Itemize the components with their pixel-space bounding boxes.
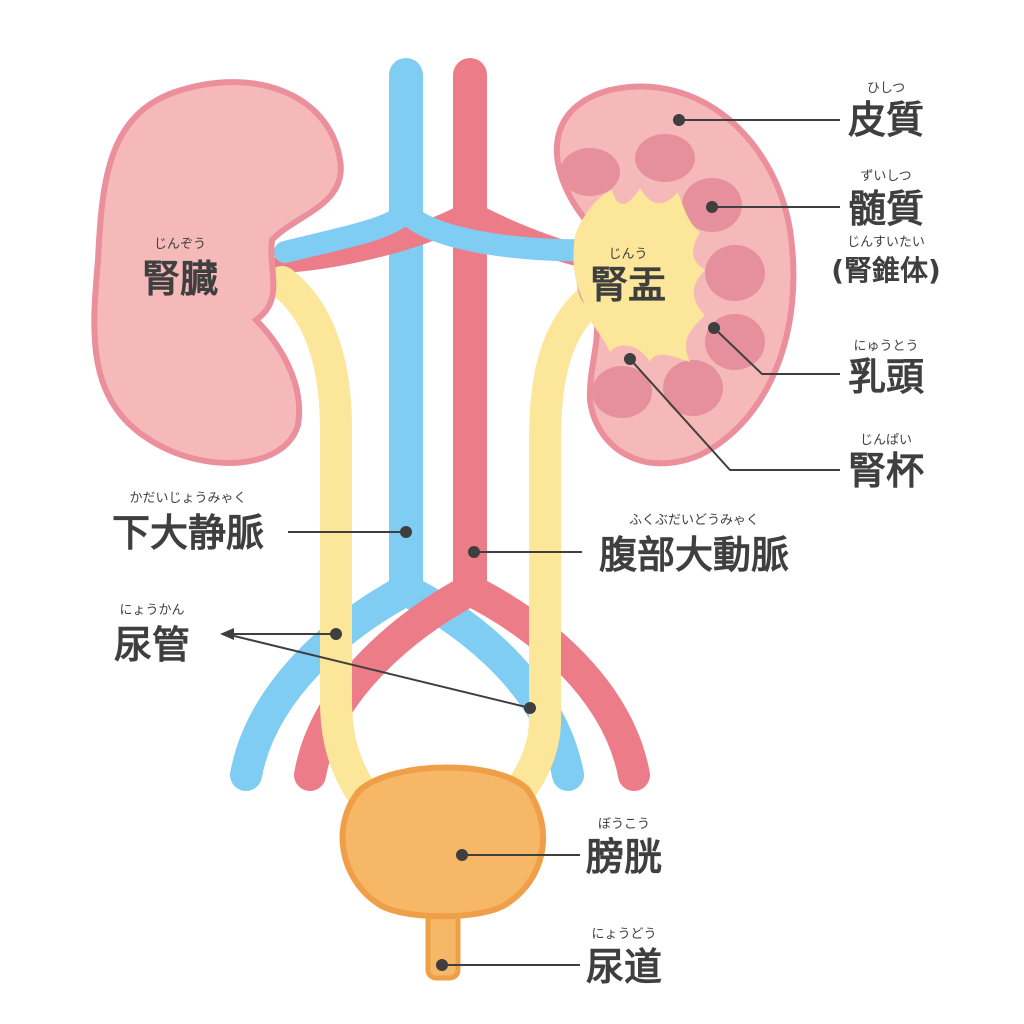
renal-pelvis-label: 腎盂 [590, 263, 666, 307]
papilla-label: 乳頭 [848, 355, 925, 399]
medulla-sub-ruby: じんすいたい [847, 235, 925, 250]
ivc-label: 下大静脈 [112, 511, 264, 555]
abdominal-aorta [294, 58, 650, 791]
ureters [266, 266, 606, 806]
renal-pyramids [560, 134, 765, 418]
renal-pelvis-shape [573, 188, 705, 362]
urethra-ruby: にょうどう [591, 927, 656, 942]
left-kidney [91, 79, 344, 466]
kidney-label: 腎臓 [142, 257, 218, 301]
urethra-label: 尿道 [586, 945, 662, 989]
kidney-ruby: じんぞう [154, 237, 206, 252]
ureter-label: 尿管 [114, 623, 190, 667]
calyx-ruby: じんぱい [860, 433, 912, 448]
aorta-label: 腹部大動脈 [599, 533, 789, 577]
bladder-label: 膀胱 [586, 835, 662, 879]
ureter-ruby: にょうかん [119, 603, 184, 618]
bladder-ruby: ぼうこう [598, 817, 650, 832]
leader-lines [220, 114, 840, 971]
medulla-sub-label: (腎錐体) [831, 254, 941, 287]
medulla-ruby: ずいしつ [860, 169, 911, 184]
bladder-shape [339, 764, 547, 981]
aorta-ruby: ふくぶだいどうみゃく [629, 513, 759, 528]
right-kidney [553, 83, 797, 467]
renal-pelvis-ruby: じんう [608, 247, 647, 262]
papilla-ruby: にゅうとう [853, 339, 918, 354]
cortex-label: 皮質 [848, 98, 924, 142]
calyx-label: 腎杯 [848, 449, 924, 493]
cortex-ruby: ひしつ [867, 81, 905, 96]
renal-vessels [274, 195, 601, 273]
ivc-ruby: かだいじょうみゃく [129, 491, 246, 506]
medulla-label: 髄質 [848, 187, 924, 231]
